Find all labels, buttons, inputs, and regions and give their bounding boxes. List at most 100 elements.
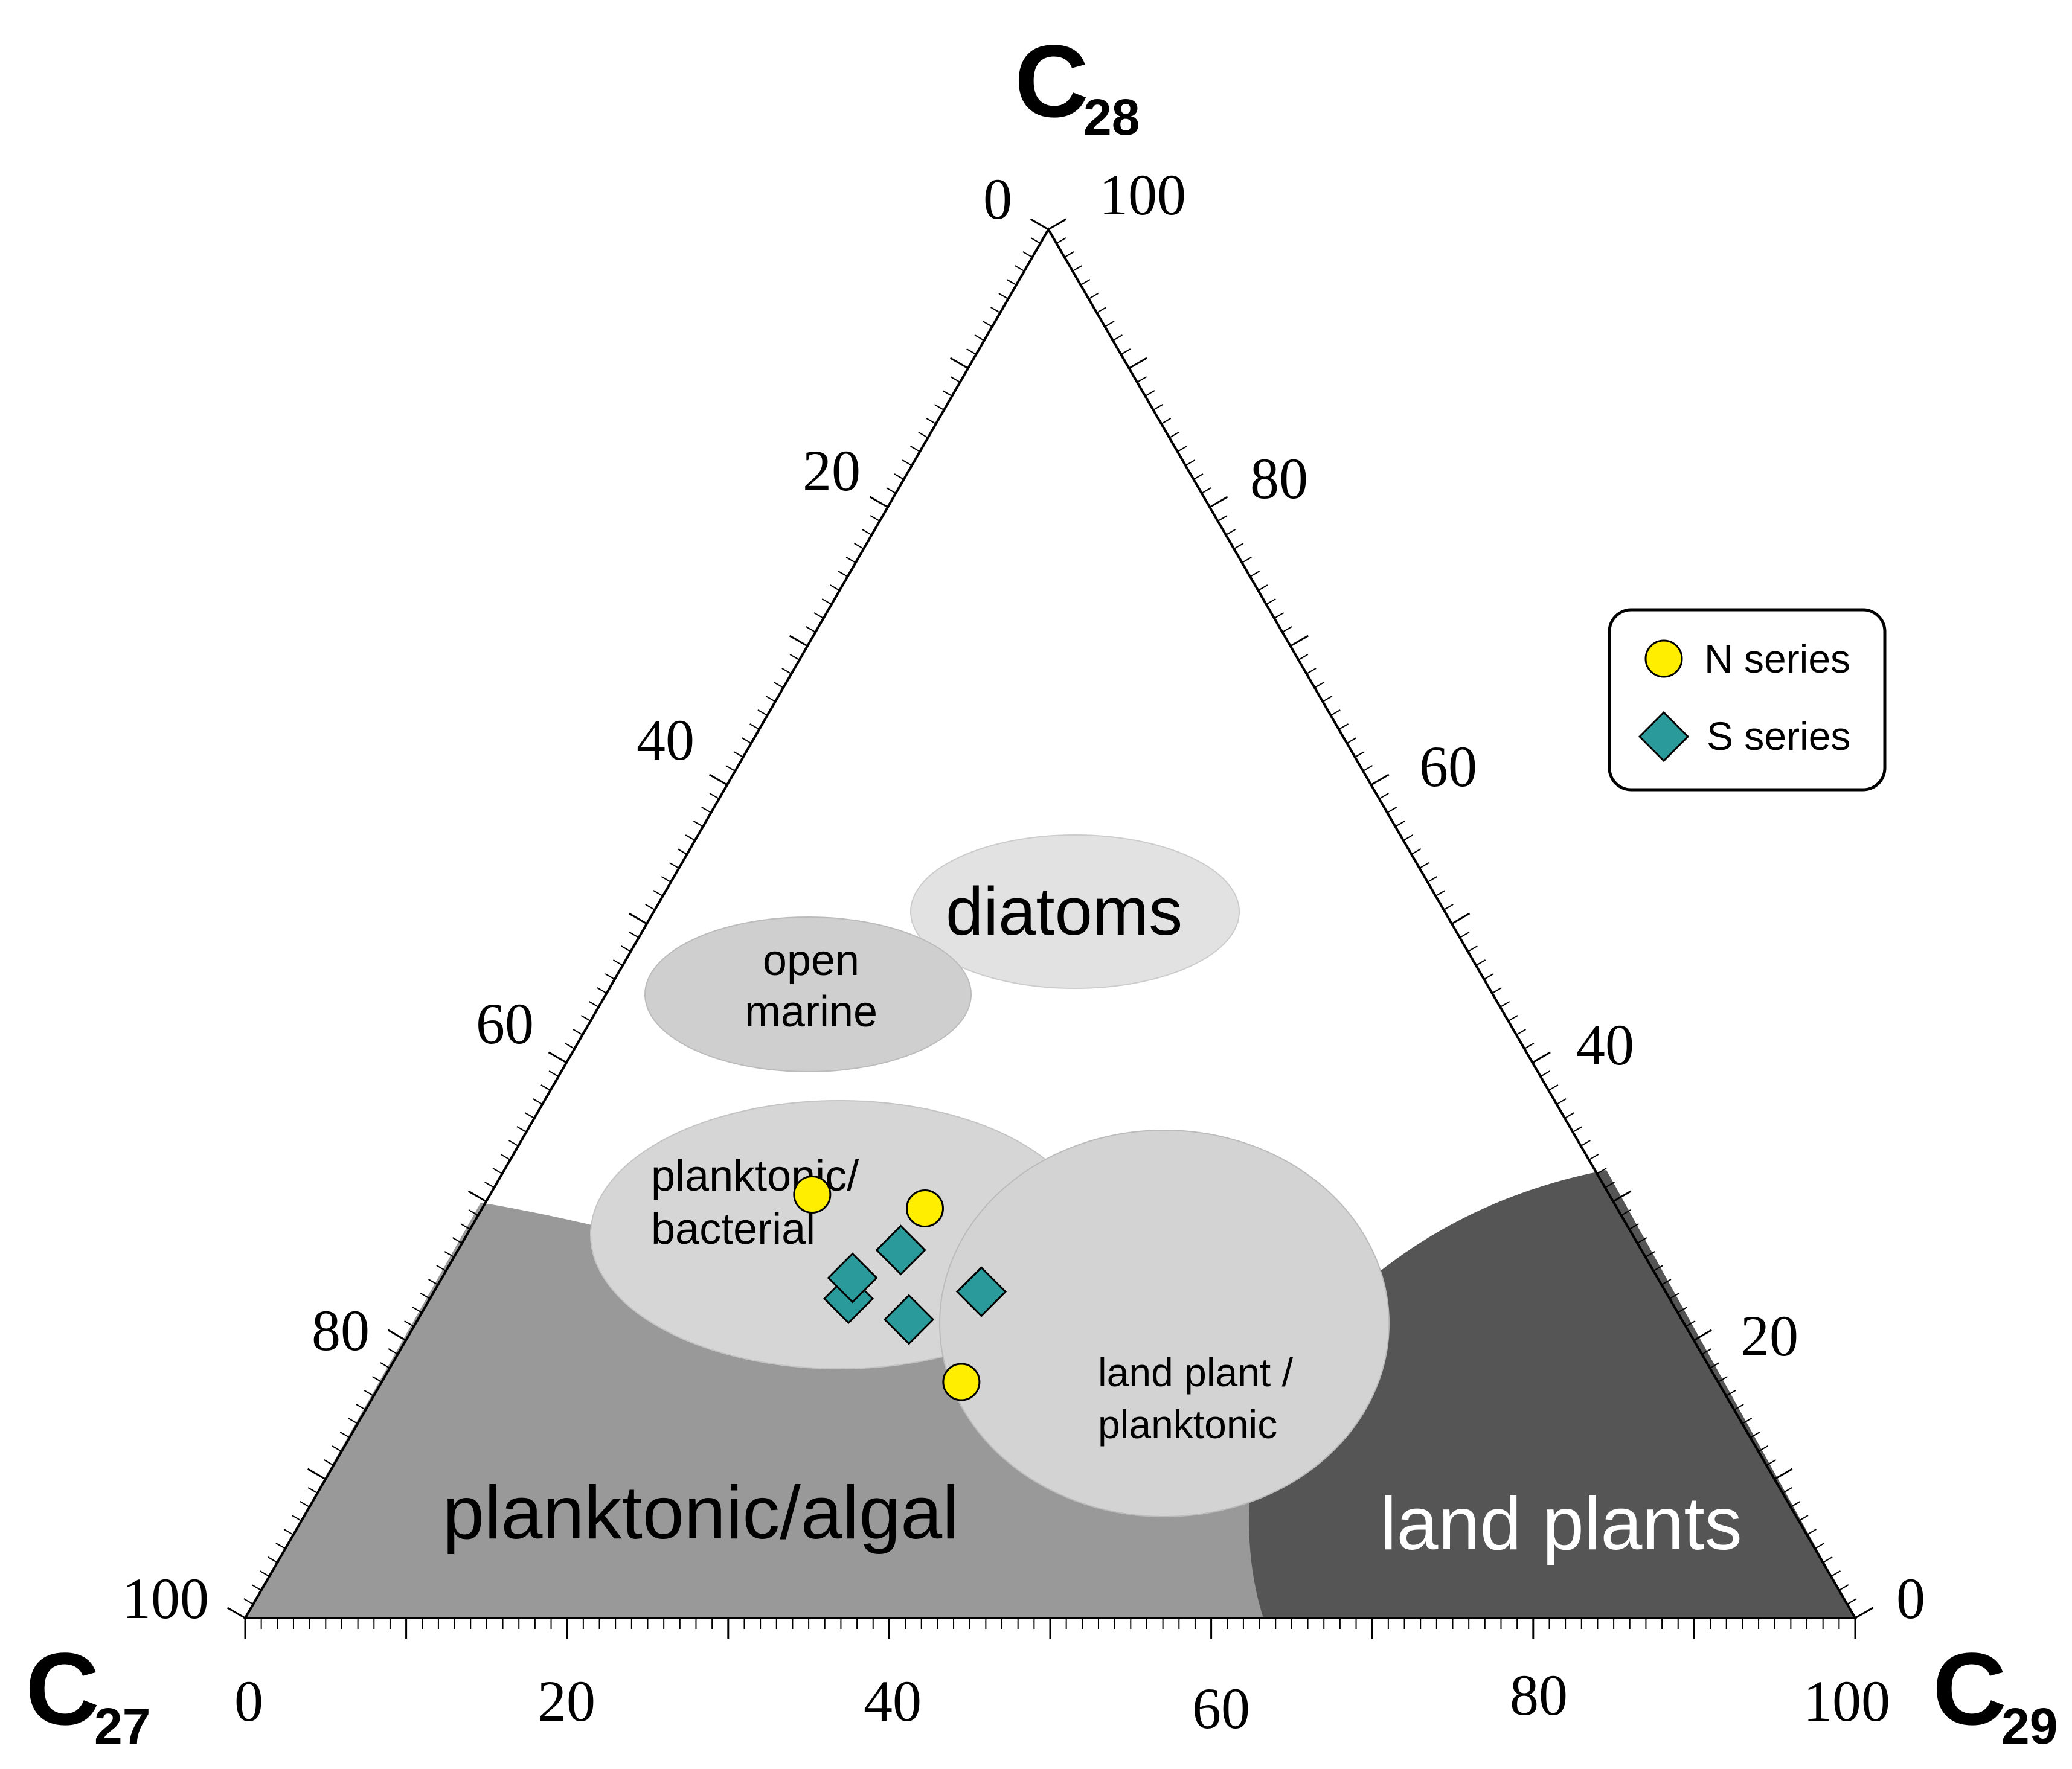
right-axis-tick-80: [1693, 1329, 1712, 1342]
left-axis-tick-6: [283, 1529, 294, 1535]
left-axis-tick-58: [701, 807, 711, 813]
right-axis-tick-36: [1338, 723, 1349, 730]
left-axis-tick-42: [573, 1029, 583, 1035]
left-axis-tick-91: [966, 348, 977, 355]
left-axis-tick-66: [765, 696, 776, 702]
data-point-s-series-3: [875, 1224, 926, 1276]
right-axis-tick-30: [1290, 635, 1309, 647]
right-axis-tick-15: [1169, 432, 1179, 438]
right-axis-tick-43: [1394, 821, 1405, 827]
left-axis-tick-77: [854, 543, 864, 549]
region-diatoms: [910, 834, 1240, 989]
tick-label-bottom-80: 80: [1510, 1663, 1568, 1727]
right-axis-tick-13: [1153, 404, 1163, 411]
right-axis-tick-25: [1249, 571, 1260, 577]
left-axis-tick-17: [372, 1376, 382, 1383]
left-axis-tick-76: [845, 557, 856, 563]
tick-label-left-20: 20: [803, 438, 861, 503]
left-axis-tick-71: [806, 626, 816, 633]
left-axis-tick-80: [869, 496, 888, 508]
right-axis-tick-47: [1427, 876, 1437, 883]
right-axis-tick-19: [1201, 487, 1211, 494]
left-axis-tick-7: [292, 1515, 302, 1521]
left-axis-tick-64: [749, 723, 760, 730]
right-axis-tick-71: [1621, 1209, 1631, 1216]
right-axis-tick-88: [1758, 1445, 1768, 1452]
left-axis-tick-15: [356, 1404, 367, 1410]
left-axis-tick-4: [268, 1556, 278, 1563]
legend-marker-n-series: [1644, 639, 1683, 678]
left-axis-tick-1: [243, 1598, 254, 1605]
tick-label-right-0: 0: [1896, 1566, 1925, 1631]
left-axis-tick-56: [685, 834, 696, 841]
right-axis-tick-7: [1105, 321, 1115, 327]
left-axis-tick-72: [813, 612, 824, 619]
left-axis-tick-88: [942, 390, 952, 397]
data-point-n-series-1: [793, 1176, 832, 1214]
svg-text:C: C: [1932, 1632, 2007, 1747]
legend-label-s-series: S series: [1707, 714, 1850, 758]
left-axis-tick-79: [870, 515, 880, 522]
right-axis-tick-78: [1677, 1307, 1688, 1313]
right-axis-tick-52: [1467, 945, 1478, 952]
right-axis-tick-55: [1492, 987, 1502, 994]
left-axis-tick-21: [404, 1320, 414, 1327]
right-axis-tick-42: [1387, 807, 1397, 813]
right-axis-tick-44: [1403, 834, 1413, 841]
right-axis-tick-0: [1048, 218, 1067, 231]
right-axis-tick-100: [1855, 1607, 1874, 1619]
right-axis-tick-85: [1734, 1404, 1744, 1410]
right-axis-tick-61: [1540, 1070, 1551, 1077]
left-axis-tick-46: [605, 973, 615, 980]
legend-label-n-series: N series: [1704, 636, 1850, 681]
left-axis-tick-68: [781, 668, 792, 674]
right-axis-labels: 100 80 60 40 20 0: [1099, 162, 1925, 1631]
left-axis-tick-13: [339, 1432, 350, 1438]
left-axis-tick-81: [886, 487, 896, 494]
left-axis-tick-45: [597, 987, 608, 994]
left-axis-tick-63: [741, 737, 752, 744]
tick-marks: [226, 218, 1874, 1639]
bottom-axis-labels: 0 20 40 60 80 100: [234, 1663, 1890, 1741]
left-axis-tick-26: [444, 1251, 455, 1258]
right-axis-tick-96: [1823, 1556, 1833, 1563]
left-axis-tick-27: [452, 1237, 463, 1244]
left-axis-tick-83: [902, 459, 913, 466]
tick-label-right-40: 40: [1576, 1012, 1634, 1077]
right-axis-tick-35: [1330, 709, 1341, 716]
right-axis-tick-92: [1790, 1501, 1801, 1508]
region-label-land-plants: land plants: [1380, 1482, 1742, 1566]
right-axis-tick-34: [1322, 696, 1333, 702]
left-axis-tick-43: [580, 1015, 591, 1022]
right-axis-tick-11: [1137, 376, 1147, 383]
right-axis-tick-38: [1355, 751, 1365, 758]
left-axis-tick-5: [275, 1543, 286, 1549]
region-label-open-marine-line2: marine: [745, 988, 877, 1036]
right-axis-tick-91: [1782, 1487, 1792, 1494]
left-axis-tick-11: [324, 1459, 334, 1466]
left-axis-tick-92: [974, 334, 985, 341]
data-point-s-series-4: [883, 1294, 935, 1345]
svg-text:C: C: [1015, 24, 1089, 139]
left-axis-tick-14: [348, 1418, 358, 1424]
right-axis-tick-63: [1556, 1098, 1567, 1105]
right-axis-tick-84: [1725, 1390, 1736, 1396]
left-axis-tick-74: [830, 584, 840, 591]
left-axis-tick-25: [436, 1265, 447, 1272]
left-axis-tick-47: [613, 959, 623, 966]
right-axis-tick-1: [1056, 237, 1066, 244]
right-axis-tick-53: [1475, 959, 1486, 966]
left-axis-tick-75: [838, 571, 848, 577]
tick-label-left-100: 100: [122, 1566, 209, 1631]
right-axis-tick-57: [1508, 1015, 1518, 1022]
left-axis-tick-54: [669, 862, 679, 869]
left-axis-tick-39: [548, 1070, 559, 1077]
right-axis-tick-3: [1072, 265, 1083, 272]
tick-label-right-60: 60: [1419, 734, 1477, 799]
left-axis-tick-51: [645, 904, 655, 910]
left-axis-tick-96: [1006, 279, 1017, 286]
data-points: [793, 1176, 1007, 1401]
left-axis-tick-3: [259, 1570, 270, 1577]
right-axis-tick-6: [1096, 307, 1107, 313]
tick-label-bottom-60: 60: [1192, 1676, 1250, 1741]
